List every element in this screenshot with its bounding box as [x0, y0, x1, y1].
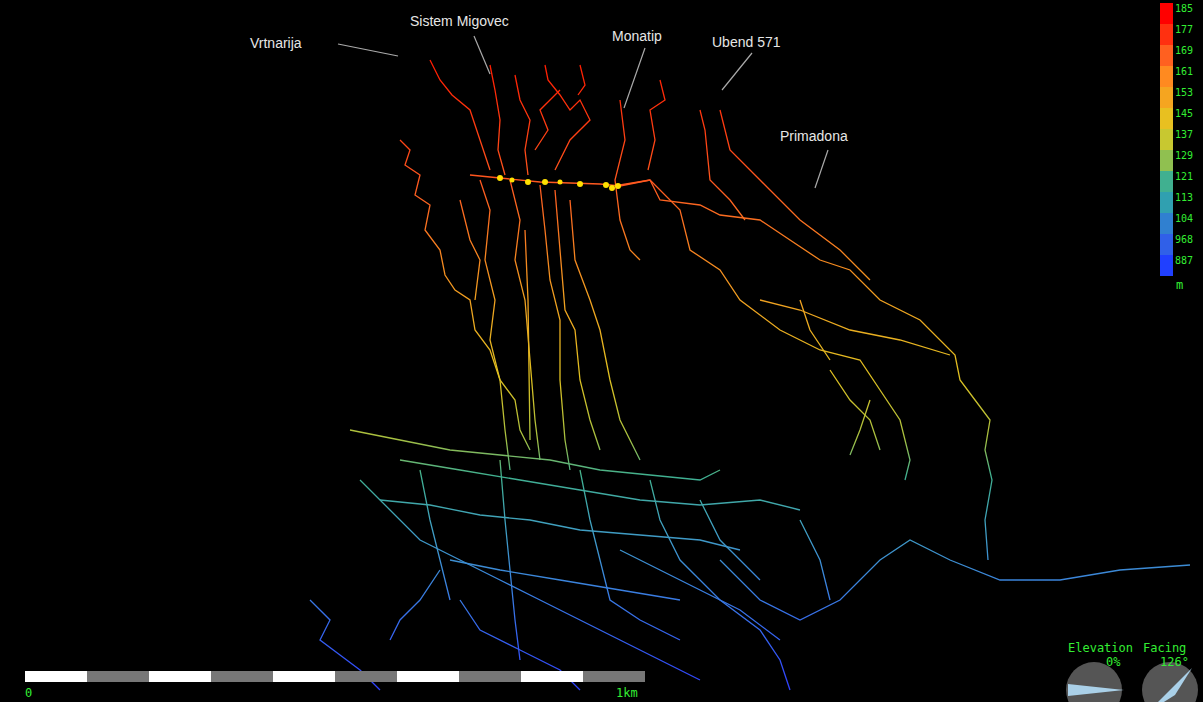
legend-row: 121	[1160, 171, 1202, 192]
cave-label: Primadona	[780, 128, 848, 144]
legend-row: 169	[1160, 45, 1202, 66]
elevation-value: 169	[1175, 45, 1193, 56]
legend-row: 161	[1160, 66, 1202, 87]
elevation-value: 121	[1175, 171, 1193, 182]
color-swatch	[1160, 150, 1173, 171]
legend-row: 137	[1160, 129, 1202, 150]
legend-row: 104	[1160, 213, 1202, 234]
scale-label: 1km	[616, 686, 638, 700]
elevation-value: 129	[1175, 150, 1193, 161]
legend-row: 113	[1160, 192, 1202, 213]
compass-label: 0%	[1106, 655, 1120, 669]
scale-label: 0	[25, 686, 32, 700]
cave-label: Vrtnarija	[250, 35, 302, 51]
legend-row: 129	[1160, 150, 1202, 171]
legend-row: 887	[1160, 255, 1202, 276]
cave-label: Ubend 571	[712, 34, 781, 50]
elevation-value: 104	[1175, 213, 1193, 224]
legend-row: 968	[1160, 234, 1202, 255]
color-swatch	[1160, 87, 1173, 108]
legend-row: 145	[1160, 108, 1202, 129]
color-swatch	[1160, 129, 1173, 150]
unit-label: m	[1176, 278, 1183, 292]
cave-label: Monatip	[612, 28, 662, 44]
color-swatch	[1160, 213, 1173, 234]
compass-label: 126°	[1160, 655, 1189, 669]
color-swatch	[1160, 24, 1173, 45]
color-swatch	[1160, 3, 1173, 24]
elevation-value: 161	[1175, 66, 1193, 77]
elevation-value: 153	[1175, 87, 1193, 98]
color-swatch	[1160, 255, 1173, 276]
elevation-value: 185	[1175, 3, 1193, 14]
compass-label: Elevation	[1068, 641, 1133, 655]
compass-label: Facing	[1143, 641, 1186, 655]
elevation-value: 137	[1175, 129, 1193, 140]
elevation-value: 887	[1175, 255, 1193, 266]
elevation-value: 145	[1175, 108, 1193, 119]
elevation-value: 177	[1175, 24, 1193, 35]
legend-row: 177	[1160, 24, 1202, 45]
cave-label: Sistem Migovec	[410, 13, 509, 29]
elevation-value: 968	[1175, 234, 1193, 245]
color-swatch	[1160, 108, 1173, 129]
elevation-value: 113	[1175, 192, 1193, 203]
color-swatch	[1160, 45, 1173, 66]
color-swatch	[1160, 66, 1173, 87]
color-swatch	[1160, 192, 1173, 213]
legend-row: 185	[1160, 3, 1202, 24]
color-swatch	[1160, 234, 1173, 255]
legend-row: 153	[1160, 87, 1202, 108]
color-swatch	[1160, 171, 1173, 192]
